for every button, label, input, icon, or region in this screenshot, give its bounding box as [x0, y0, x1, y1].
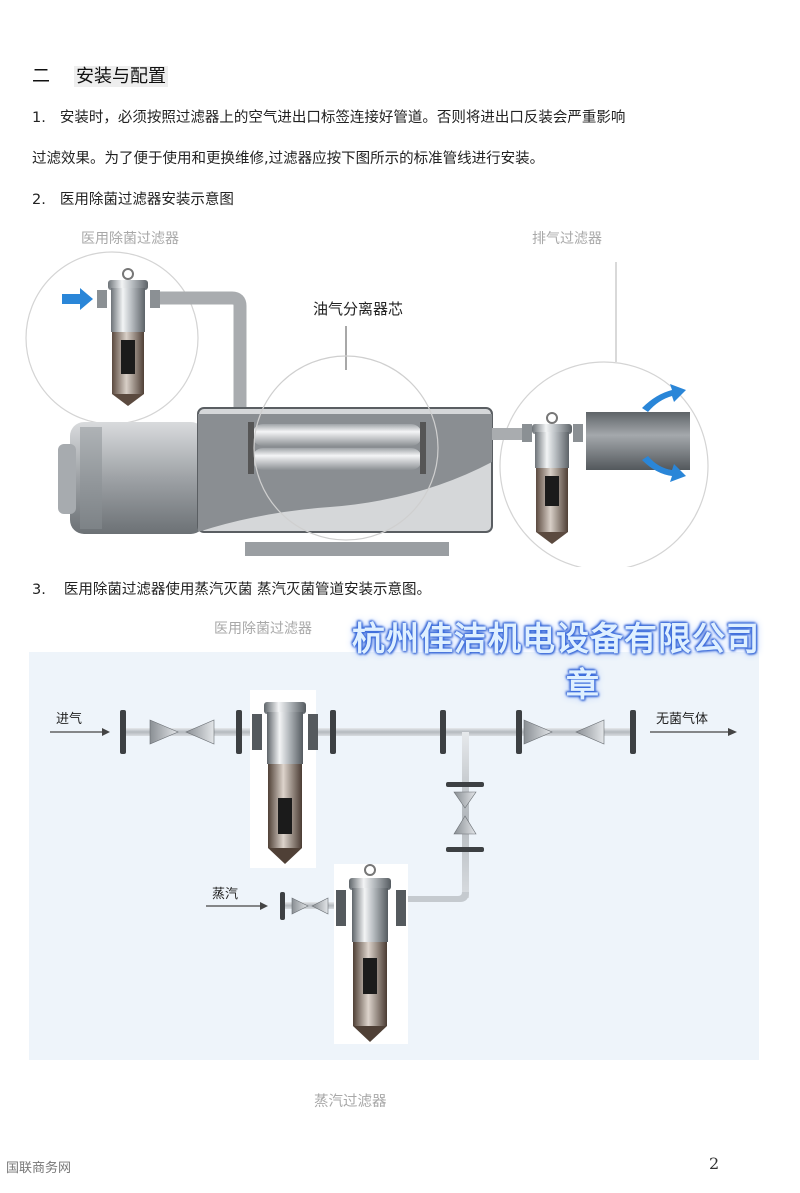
item2-number: 2. [32, 192, 46, 208]
zoom-circle-center [253, 355, 439, 541]
main-line-valves [149, 719, 605, 745]
inlet-arrow-icon [62, 288, 93, 310]
item2-line: 2. 医用除菌过滤器安装示意图 [32, 188, 234, 209]
item1-line2: 过滤效果。为了便于使用和更换维修,过滤器应按下图所示的标准管线进行安装。 [32, 151, 545, 167]
item1-text-line1: 安装时，必须按照过滤器上的空气进出口标签连接好管道。否则将进出口反装会严重影响 [59, 110, 626, 126]
steam-pipe [280, 902, 340, 909]
outlet-arrow-up-icon [642, 384, 686, 412]
zoom-circle-right [499, 361, 709, 567]
air-pipe [150, 291, 247, 410]
label-oil-separator: 油气分离器芯 [313, 300, 403, 318]
company-stamp-line2: 章 [566, 665, 600, 704]
label-exhaust-filter: 排气过滤器 [532, 231, 602, 247]
steam-valves [291, 897, 329, 915]
section-title: 安装与配置 [74, 66, 168, 87]
steam-arrowhead-icon [260, 902, 268, 910]
main-line-flanges [120, 710, 636, 754]
section-heading: 二 安装与配置 [32, 62, 168, 88]
outlet-arrow-down-icon [642, 456, 686, 482]
main-pipe [120, 728, 636, 736]
item1-line1: 1. 安装时，必须按照过滤器上的空气进出口标签连接好管道。否则将进出口反装会严重影… [32, 106, 625, 127]
branch-valves [453, 791, 477, 835]
steam-flange [280, 892, 285, 920]
footer-source: 国联商务网 [6, 1161, 72, 1176]
label-medical-filter: 医用除菌过滤器 [81, 231, 179, 247]
exhaust-pipe [586, 412, 690, 470]
medical-filter-image [97, 268, 160, 406]
label-medical-filter-2: 医用除菌过滤器 [214, 621, 312, 637]
steam-sterilization-diagram: 医用除菌过滤器 进气 无菌气体 [29, 621, 759, 1060]
inlet-arrowhead-icon [102, 728, 110, 736]
medical-filter-image-2 [250, 690, 318, 868]
page-number: 2 [709, 1154, 720, 1173]
label-steam: 蒸汽 [212, 887, 238, 902]
compressor-body [197, 407, 493, 556]
exhaust-pipe-stub [492, 428, 526, 440]
branch-flanges [446, 782, 484, 852]
company-stamp-line1: 杭州佳洁机电设备有限公司 [352, 619, 760, 658]
item3-number: 3. [32, 582, 46, 598]
item3-line: 3. 医用除菌过滤器使用蒸汽灭菌 蒸汽灭菌管道安装示意图。 [32, 578, 431, 599]
label-steam-filter: 蒸汽过滤器 [314, 1094, 387, 1110]
label-inlet: 进气 [56, 711, 82, 727]
compressor-diagram: 医用除菌过滤器 排气过滤器 油气分离器芯 [25, 231, 709, 567]
steam-filter-image [334, 864, 408, 1044]
item1-number: 1. [32, 110, 46, 126]
section-number: 二 [32, 66, 50, 87]
branch-elbow [404, 892, 469, 902]
exhaust-filter-image [522, 412, 583, 544]
item3-text: 医用除菌过滤器使用蒸汽灭菌 蒸汽灭菌管道安装示意图。 [63, 582, 431, 598]
outlet-arrowhead-icon [728, 728, 737, 736]
item2-text: 医用除菌过滤器安装示意图 [59, 192, 234, 208]
branch-pipe [462, 732, 469, 898]
label-sterile-gas: 无菌气体 [656, 711, 708, 727]
motor-unit [58, 422, 205, 534]
